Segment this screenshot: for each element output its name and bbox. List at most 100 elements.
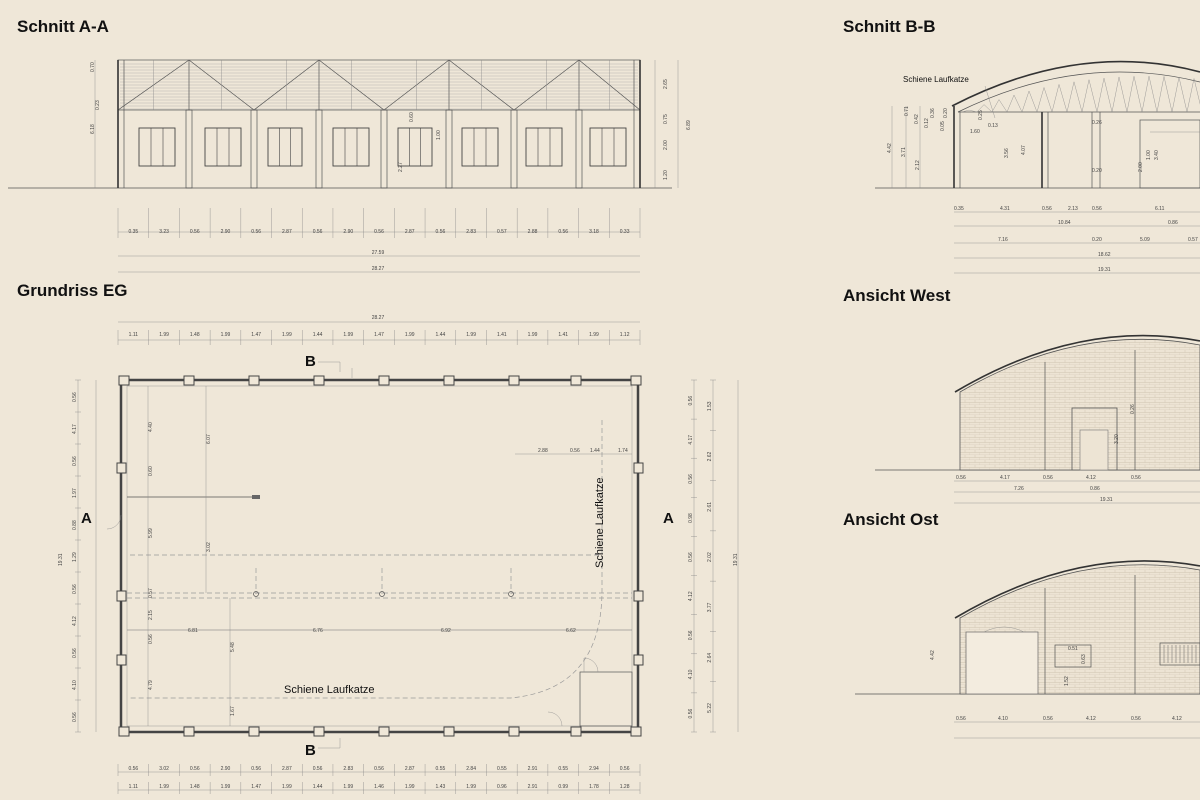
dim-label: 3.18 (589, 229, 599, 235)
dim-label: 1.99 (466, 784, 476, 790)
dim-label: 0.56 (570, 448, 580, 454)
dim-label: 0.55 (436, 766, 446, 772)
dim-label: 6.62 (566, 628, 576, 634)
dim-label: 0.56 (558, 229, 568, 235)
dim-label: 2.13 (1068, 206, 1078, 212)
dim-total: 28.27 (372, 315, 385, 321)
window (267, 127, 303, 167)
dim-label: 1.29 (72, 552, 78, 562)
dim-label: 0.86 (1168, 220, 1178, 226)
floor-plan-drawing: 28.27 1.11 1.99 1.48 1.99 1.47 1.99 1.44 1.99 1.… (58, 315, 739, 794)
dim-label: 0.20 (1092, 168, 1102, 174)
east-roof-edge (954, 560, 1200, 619)
floor-plan-right-dims: 0.564.170.560.980.564.120.564.100.561.53… (688, 379, 716, 733)
dim-label: 0.56 (1131, 475, 1141, 481)
dim-label: 1.11 (129, 332, 139, 338)
dim-label: 4.17 (1000, 475, 1010, 481)
dim-total: 18.62 (1098, 252, 1111, 258)
dim-label: 2.62 (707, 451, 713, 461)
dim-label: 1.47 (251, 332, 261, 338)
rail-path (130, 420, 603, 699)
section-bb-title: Schnitt B-B (843, 17, 936, 36)
dim-total: 27.59 (372, 250, 385, 256)
dim-label: 0.88 (72, 520, 78, 530)
dim-label: 0.35 (128, 229, 138, 235)
east-gate (965, 631, 1039, 695)
dim-label: 2.88 (538, 448, 548, 454)
dim-label: 6.89 (686, 120, 692, 130)
dim-label: 0.56 (688, 474, 694, 484)
dim-label: 0.36 (930, 108, 936, 118)
dim-label: 6.11 (1155, 206, 1165, 212)
window (332, 127, 370, 167)
window (525, 127, 563, 167)
dim-label: 2.00 (663, 140, 669, 150)
wall-pilasters (116, 375, 644, 737)
dim-label: 4.31 (1000, 206, 1010, 212)
dim-label: 0.56 (374, 229, 384, 235)
dim-label: 1.60 (970, 129, 980, 135)
dim-label: 0.75 (663, 114, 669, 124)
dim-label: 0.56 (436, 229, 446, 235)
dim-label: 6.07 (206, 434, 212, 444)
dim-label: 3.20 (1114, 434, 1120, 444)
dim-label: 5.22 (707, 703, 713, 713)
section-marker-b-top: B (305, 353, 316, 370)
dim-label: 4.12 (72, 616, 78, 626)
small-room (579, 671, 633, 727)
dim-label: 0.56 (251, 766, 261, 772)
dim-label: 0.56 (620, 766, 630, 772)
dim-label: 1.44 (436, 332, 446, 338)
dim-label: 7.16 (998, 237, 1008, 243)
view-west-title: Ansicht West (843, 286, 951, 305)
dim-label: 0.56 (72, 456, 78, 466)
dim-label: 0.13 (988, 123, 998, 129)
dim-label: 5.48 (230, 642, 236, 652)
dim-label: 2.83 (343, 766, 353, 772)
dim-label: 0.26 (1130, 404, 1136, 414)
dim-label: 0.56 (688, 552, 694, 562)
floor-plan-left-dims: 0.564.170.561.970.881.290.564.120.564.10… (72, 379, 81, 733)
dim-label: 0.63 (1081, 654, 1087, 664)
dim-label: 1.78 (589, 784, 599, 790)
window (138, 127, 176, 167)
dim-label: 1.53 (707, 401, 713, 411)
dim-label: 0.56 (72, 712, 78, 722)
dim-total: 19.31 (733, 553, 739, 566)
dim-label: 1.99 (405, 784, 415, 790)
dim-label: 0.51 (1068, 646, 1078, 652)
door-swing (547, 711, 563, 727)
dim-label: 1.99 (221, 784, 231, 790)
dim-label: 0.56 (313, 766, 323, 772)
dim-label: 1.47 (374, 332, 384, 338)
dim-label: 1.99 (282, 784, 292, 790)
dim-label: 5.09 (1140, 237, 1150, 243)
dim-label: 2.15 (148, 610, 154, 620)
dim-label: 0.56 (72, 584, 78, 594)
dim-label: 1.46 (374, 784, 384, 790)
dim-label: 0.56 (190, 766, 200, 772)
window (461, 127, 499, 167)
dim-total: 19.31 (58, 553, 64, 566)
dim-label: 0.20 (1092, 237, 1102, 243)
dim-label: 1.44 (313, 784, 323, 790)
window (397, 127, 433, 167)
dim-label: 0.23 (95, 100, 101, 110)
dim-label: 4.17 (72, 424, 78, 434)
dim-label: 1.48 (190, 784, 200, 790)
arched-roof-inner (957, 71, 1200, 113)
dim-label: 0.56 (688, 708, 694, 718)
dim-label: 4.10 (688, 669, 694, 679)
dim-label: 0.71 (904, 106, 910, 116)
dim-label: 1.00 (436, 130, 442, 140)
dim-label: 0.20 (943, 108, 949, 118)
dim-total: 19.31 (1098, 267, 1111, 273)
dim-label: 0.12 (924, 118, 930, 128)
dim-label: 0.56 (148, 634, 154, 644)
dim-label: 0.56 (251, 229, 261, 235)
dim-label: 0.56 (1043, 716, 1053, 722)
dim-label: 0.56 (313, 229, 323, 235)
dim-label: 0.56 (190, 229, 200, 235)
dim-label: 0.56 (956, 475, 966, 481)
